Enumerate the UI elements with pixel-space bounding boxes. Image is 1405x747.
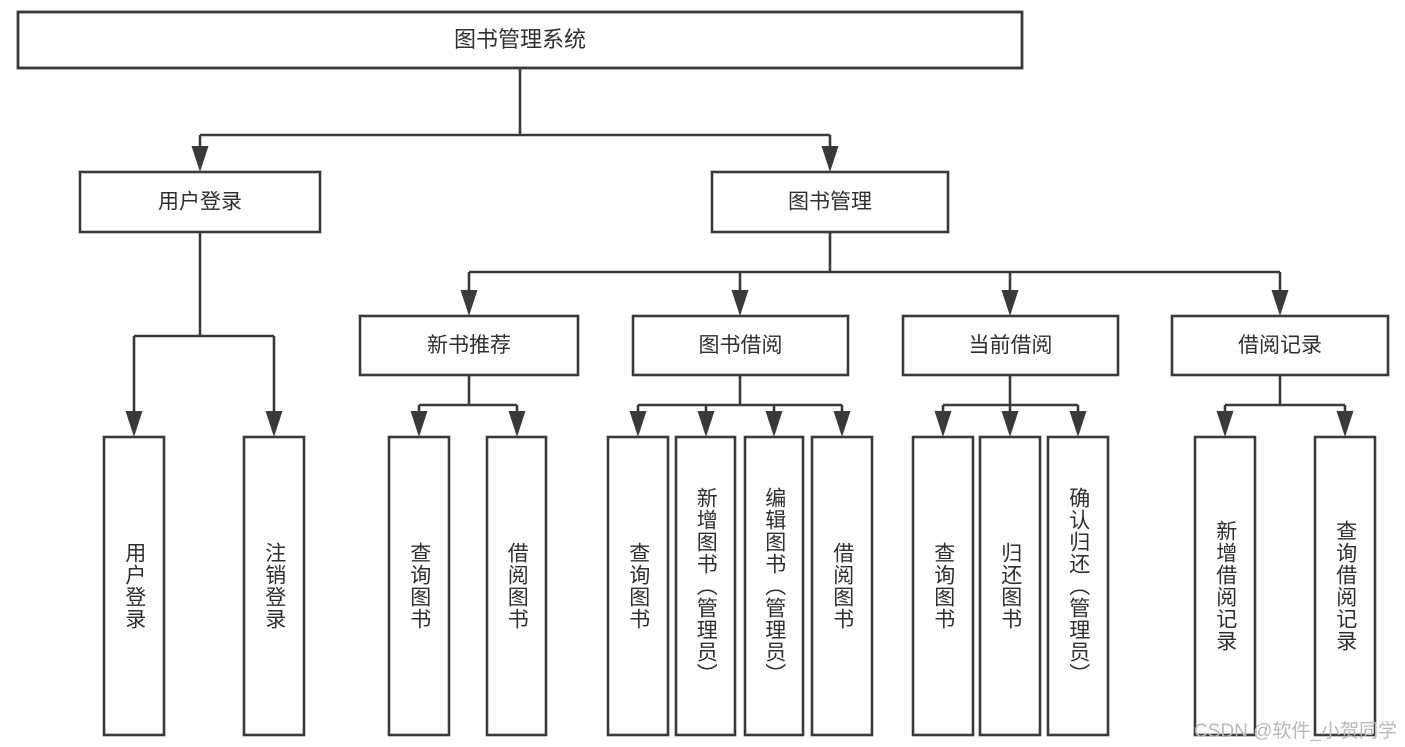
arrow-head-icon [934, 411, 952, 437]
leaf-node-2[interactable] [387, 435, 451, 737]
arrow-head-icon [508, 411, 526, 437]
leaf-node-11[interactable] [1193, 435, 1257, 737]
connector-group-borrow-to-leaves [629, 375, 851, 437]
level2-node-3-rect[interactable] [1170, 314, 1390, 377]
level2-node-2[interactable]: 当前借阅 [901, 314, 1120, 377]
level2-node-1-rect[interactable] [631, 314, 850, 377]
arrow-head-icon [821, 146, 839, 172]
level2-node-0-label: 新书推荐 [427, 334, 511, 357]
arrow-head-icon [731, 290, 749, 316]
level1-node-1-label: 图书管理 [788, 191, 872, 214]
root-node-book-management-system-rect[interactable] [16, 10, 1024, 70]
arrow-head-icon [125, 411, 143, 437]
connector-group-user-login-to-leaves [125, 232, 283, 437]
leaf-node-9[interactable] [978, 435, 1042, 737]
connector-group-book-manage-to-level2 [460, 232, 1289, 316]
level2-node-2-rect[interactable] [901, 314, 1120, 377]
arrow-head-icon [460, 290, 478, 316]
leaf-node-12-rect[interactable] [1313, 435, 1377, 737]
level1-node-1-rect[interactable] [710, 170, 950, 234]
connector-group-borrow-record-to-leaves [1216, 375, 1354, 437]
leaf-node-12[interactable] [1313, 435, 1377, 737]
connector-group-new-book-to-leaves [410, 375, 526, 437]
leaf-node-8-rect[interactable] [911, 435, 975, 737]
leaf-node-10-rect[interactable] [1046, 435, 1110, 737]
arrow-head-icon [1216, 411, 1234, 437]
arrow-head-icon [697, 411, 715, 437]
level2-node-3[interactable]: 借阅记录 [1170, 314, 1390, 377]
arrow-head-icon [410, 411, 428, 437]
leaf-node-7[interactable] [810, 435, 874, 737]
leaf-node-8[interactable] [911, 435, 975, 737]
leaf-node-3[interactable] [485, 435, 548, 737]
level1-node-1[interactable]: 图书管理 [710, 170, 950, 234]
arrow-head-icon [191, 146, 209, 172]
connector-group-root-to-level1 [191, 68, 839, 172]
leaf-node-10[interactable] [1046, 435, 1110, 737]
leaf-node-4[interactable] [606, 435, 670, 737]
leaf-node-1-rect[interactable] [242, 435, 306, 737]
level2-node-1-label: 图书借阅 [699, 334, 783, 357]
leaf-node-2-rect[interactable] [387, 435, 451, 737]
arrow-head-icon [1001, 411, 1019, 437]
arrow-head-icon [765, 411, 783, 437]
root-node-book-management-system-label: 图书管理系统 [454, 27, 586, 52]
leaf-node-6[interactable] [743, 435, 805, 737]
level2-node-1[interactable]: 图书借阅 [631, 314, 850, 377]
level2-node-0-rect[interactable] [358, 314, 580, 377]
leaf-node-0[interactable] [102, 435, 166, 737]
leaf-node-11-rect[interactable] [1193, 435, 1257, 737]
level2-node-3-label: 借阅记录 [1238, 334, 1322, 357]
arrow-head-icon [1069, 411, 1087, 437]
leaf-node-4-rect[interactable] [606, 435, 670, 737]
leaf-node-5-rect[interactable] [674, 435, 737, 737]
leaf-node-3-rect[interactable] [485, 435, 548, 737]
level1-node-0-label: 用户登录 [158, 191, 242, 214]
arrow-head-icon [265, 411, 283, 437]
arrow-head-icon [1271, 290, 1289, 316]
root-node-book-management-system[interactable]: 图书管理系统 [16, 10, 1024, 70]
leaf-node-5[interactable] [674, 435, 737, 737]
level2-node-2-label: 当前借阅 [969, 334, 1053, 357]
arrow-head-icon [629, 411, 647, 437]
leaf-node-9-rect[interactable] [978, 435, 1042, 737]
leaf-node-7-rect[interactable] [810, 435, 874, 737]
arrow-head-icon [1336, 411, 1354, 437]
arrow-head-icon [833, 411, 851, 437]
leaf-node-0-rect[interactable] [102, 435, 166, 737]
level2-node-0[interactable]: 新书推荐 [358, 314, 580, 377]
level1-node-0-rect[interactable] [78, 170, 322, 234]
connector-group-current-borrow-to-leaves [934, 375, 1087, 437]
arrow-head-icon [1001, 290, 1019, 316]
level1-node-0[interactable]: 用户登录 [78, 170, 322, 234]
leaf-node-1[interactable] [242, 435, 306, 737]
leaf-node-6-rect[interactable] [743, 435, 805, 737]
